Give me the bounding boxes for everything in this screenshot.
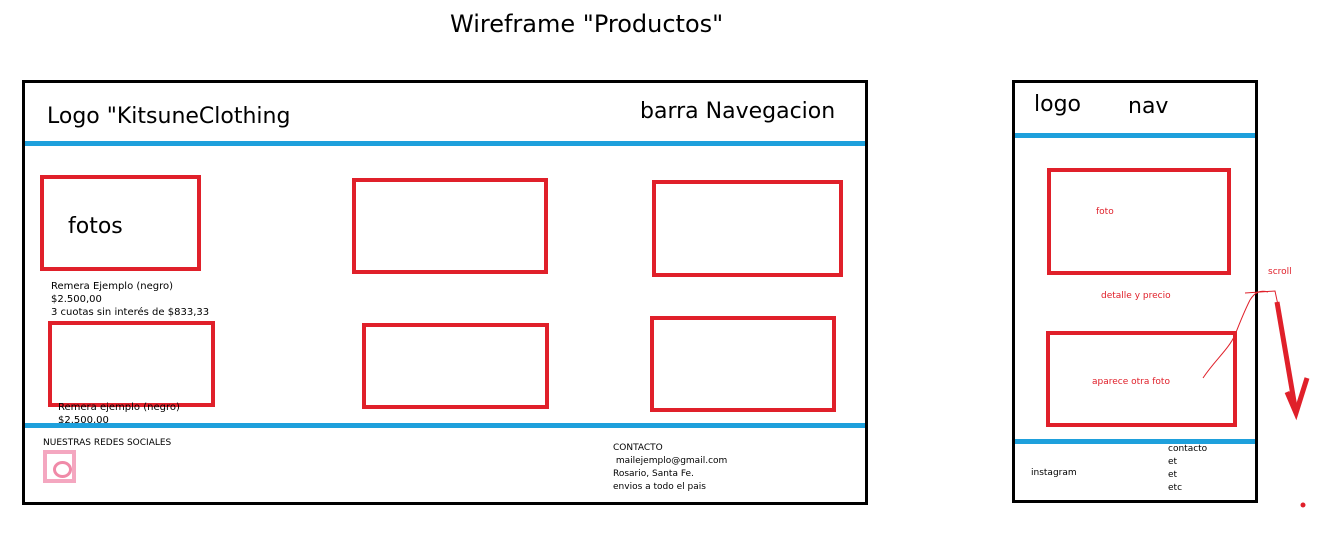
scroll-arrow-line — [1274, 301, 1299, 414]
instagram-icon — [43, 450, 76, 483]
scroll-hook — [1244, 290, 1279, 306]
contact-email: mailejemplo@gmail.com — [613, 456, 728, 466]
mobile-contact-3: et — [1168, 470, 1178, 480]
desktop-logo: Logo "KitsuneClothing — [47, 104, 291, 129]
mobile-footer-divider — [1015, 439, 1255, 444]
mobile-nav: nav — [1128, 94, 1169, 119]
desktop-frame — [22, 80, 868, 505]
mobile-instagram: instagram — [1031, 468, 1077, 478]
mobile-other-photo — [1046, 331, 1237, 427]
scroll-pointer-line — [1202, 290, 1269, 379]
mobile-detail-label: detalle y precio — [1101, 291, 1171, 301]
contact-heading: CONTACTO — [613, 443, 663, 453]
product-photo-6 — [650, 316, 836, 412]
desktop-nav: barra Navegacion — [640, 99, 836, 124]
wireframe-title: Wireframe "Productos" — [450, 10, 724, 38]
product-photo-4 — [48, 321, 215, 407]
product-2-name: Remera ejemplo (negro) — [58, 402, 180, 413]
mobile-header-divider — [1015, 133, 1255, 138]
product-photo-3 — [652, 180, 843, 277]
product-1-price: $2.500,00 — [51, 294, 102, 305]
photos-label: fotos — [68, 214, 123, 239]
desktop-footer-divider — [25, 423, 865, 428]
product-photo-1 — [40, 175, 201, 271]
scroll-annotation — [1202, 290, 1310, 508]
contact-shipping: envios a todo el pais — [613, 482, 706, 492]
mobile-contact-4: etc — [1168, 483, 1183, 493]
product-photo-2 — [352, 178, 548, 274]
product-1-installments: 3 cuotas sin interés de $833,33 — [51, 307, 210, 318]
product-photo-5 — [362, 323, 549, 409]
product-1-name: Remera Ejemplo (negro) — [51, 281, 174, 292]
mobile-photo — [1047, 168, 1231, 275]
product-2-price: $2.500,00 — [58, 415, 109, 426]
mobile-contact-1: contacto — [1168, 444, 1208, 454]
mobile-photo-label: foto — [1096, 207, 1114, 217]
mobile-frame — [1012, 80, 1258, 503]
scroll-label: scroll — [1268, 267, 1292, 277]
desktop-header-divider — [25, 141, 865, 146]
mobile-contact-2: et — [1168, 457, 1178, 467]
scroll-arrow-head — [1284, 377, 1310, 421]
mobile-other-photo-label: aparece otra foto — [1092, 377, 1170, 387]
mobile-logo: logo — [1034, 92, 1081, 117]
scroll-dot — [1300, 502, 1306, 508]
social-heading: NUESTRAS REDES SOCIALES — [43, 438, 172, 448]
contact-location: Rosario, Santa Fe. — [613, 469, 694, 479]
